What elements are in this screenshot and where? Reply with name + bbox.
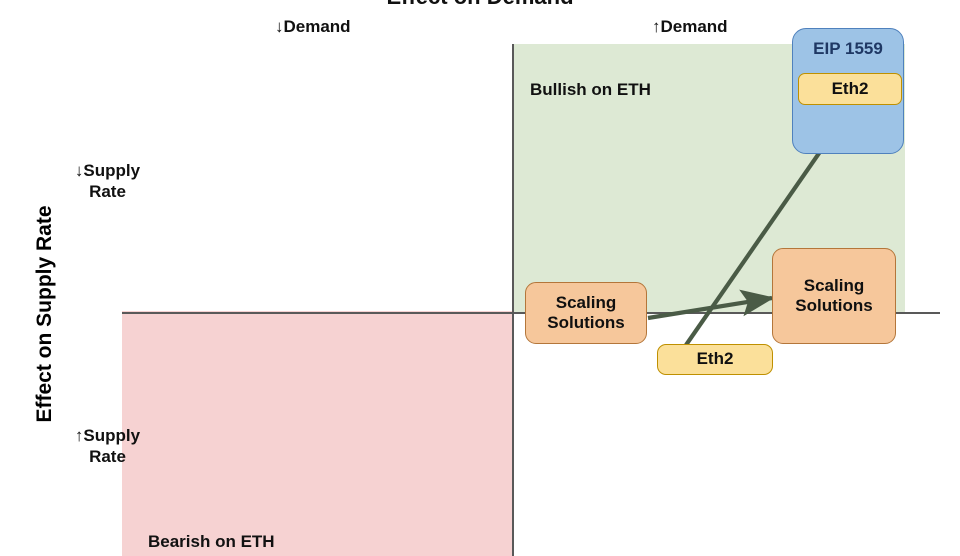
node-scaling-left-line1: Scaling [555, 292, 617, 312]
tick-label-supply-up-line2: Rate [89, 447, 126, 467]
quadrant-bearish [122, 311, 513, 556]
quadrant-bullish-label: Bullish on ETH [530, 80, 651, 99]
tick-label-supply-down-line1: ↓Supply [74, 161, 141, 180]
tick-label-supply-up: ↑Supply Rate [60, 425, 155, 468]
tick-label-demand-up: ↑Demand [652, 17, 728, 36]
node-scaling-right-line1: Scaling [803, 275, 865, 295]
axis-vertical-line [512, 44, 514, 556]
node-scaling-solutions-left[interactable]: Scaling Solutions [525, 282, 647, 344]
node-scaling-solutions-right[interactable]: Scaling Solutions [772, 248, 896, 344]
node-eth2-bottom[interactable]: Eth2 [657, 344, 773, 375]
node-eth2-bottom-label: Eth2 [696, 349, 734, 369]
y-axis-title: Effect on Supply Rate [33, 205, 56, 423]
node-eip1559-label: EIP 1559 [813, 39, 883, 58]
tick-label-demand-down: ↓Demand [275, 17, 351, 36]
quadrant-bearish-label: Bearish on ETH [148, 532, 275, 551]
tick-label-supply-up-line1: ↑Supply [74, 426, 141, 445]
tick-label-supply-down: ↓Supply Rate [60, 160, 155, 203]
chart-title: Effect on Demand [0, 0, 960, 10]
node-eip1559[interactable]: EIP 1559 Eth2 [792, 28, 904, 154]
node-scaling-right-line2: Solutions [795, 296, 873, 315]
node-eip1559-eth2-label: Eth2 [831, 78, 869, 98]
node-eip1559-eth2-inner[interactable]: Eth2 [798, 73, 902, 105]
node-scaling-left-line2: Solutions [547, 313, 625, 332]
tick-label-supply-down-line2: Rate [89, 182, 126, 202]
